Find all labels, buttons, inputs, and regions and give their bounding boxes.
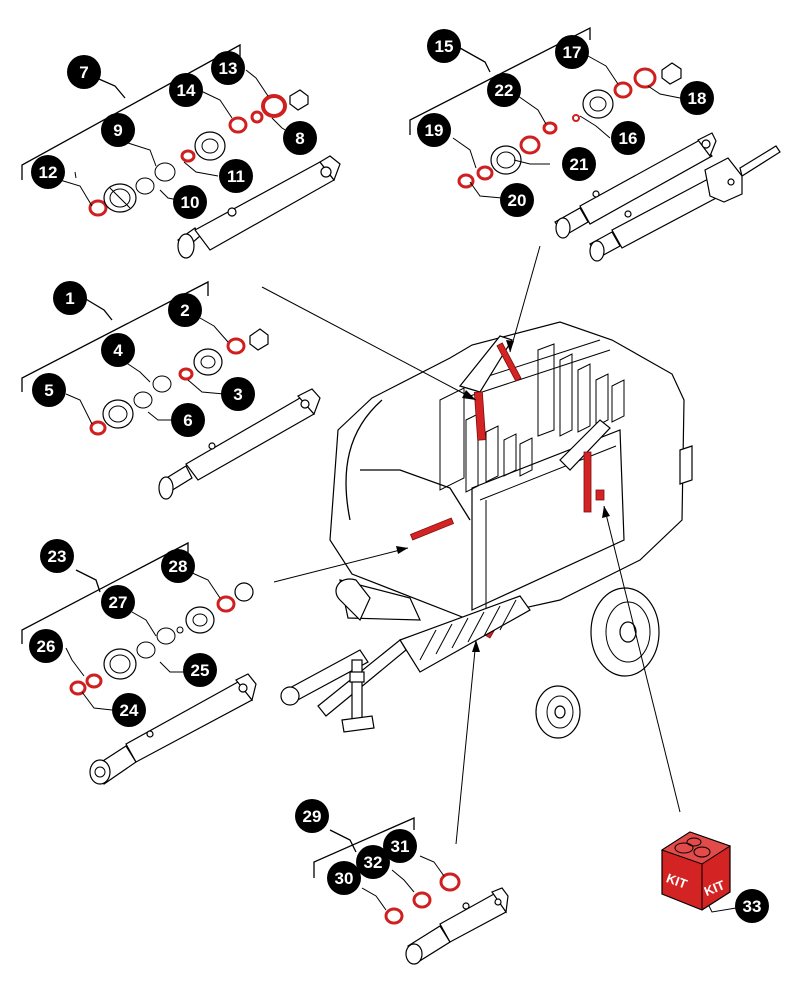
callout-7[interactable]: 7: [67, 55, 101, 89]
cylinder-23: [89, 673, 257, 785]
svg-text:16: 16: [619, 129, 638, 148]
svg-text:8: 8: [295, 129, 304, 148]
svg-text:18: 18: [688, 89, 707, 108]
cylinder-29: [405, 887, 509, 965]
pointer-leaders: [261, 245, 737, 913]
callout-17[interactable]: 17: [555, 35, 589, 69]
callout-29[interactable]: 29: [295, 799, 329, 833]
svg-text:32: 32: [364, 853, 383, 872]
piston-23: [103, 648, 137, 680]
svg-text:5: 5: [44, 381, 53, 400]
gland-7: [194, 131, 226, 161]
svg-text:19: 19: [425, 121, 444, 140]
svg-text:26: 26: [37, 637, 56, 656]
callout-27[interactable]: 27: [101, 585, 135, 619]
svg-text:33: 33: [743, 897, 762, 916]
svg-text:29: 29: [303, 807, 322, 826]
wheel-large: [590, 587, 660, 677]
svg-text:2: 2: [180, 301, 189, 320]
callout-8[interactable]: 8: [283, 121, 317, 155]
svg-text:7: 7: [79, 63, 88, 82]
svg-text:27: 27: [109, 593, 128, 612]
callout-30[interactable]: 30: [327, 861, 361, 895]
callout-5[interactable]: 5: [32, 373, 66, 407]
svg-text:28: 28: [169, 557, 188, 576]
svg-text:23: 23: [48, 547, 67, 566]
group-23-cylinder-kit: [21, 541, 257, 785]
cylinder-1: [158, 388, 321, 500]
svg-text:1: 1: [65, 289, 74, 308]
callout-3[interactable]: 3: [221, 377, 255, 411]
svg-text:22: 22: [495, 81, 514, 100]
cylinder-7: [177, 155, 341, 259]
group-1-cylinder-kit: [21, 280, 321, 500]
svg-text:25: 25: [191, 661, 210, 680]
callout-19[interactable]: 19: [417, 113, 451, 147]
svg-text:15: 15: [435, 37, 454, 56]
kit-label-side: KIT: [702, 877, 727, 899]
pickup-tines: [419, 599, 517, 661]
svg-text:9: 9: [113, 121, 122, 140]
callout-9[interactable]: 9: [101, 113, 135, 147]
svg-text:11: 11: [227, 167, 245, 186]
svg-text:17: 17: [563, 43, 582, 62]
group-7-cylinder-kit: [21, 43, 341, 259]
callouts: 1 2 3 4 5 6 7 8 9 10 11 12 13 14 15 16 1…: [29, 29, 769, 923]
callout-22[interactable]: 22: [487, 73, 521, 107]
svg-text:10: 10: [181, 193, 200, 212]
svg-text:20: 20: [508, 191, 527, 210]
svg-text:13: 13: [219, 59, 238, 78]
kit-box: KIT KIT: [660, 831, 732, 911]
callout-15[interactable]: 15: [427, 29, 461, 63]
svg-text:3: 3: [233, 385, 242, 404]
callout-12[interactable]: 12: [31, 155, 65, 189]
svg-text:31: 31: [391, 837, 410, 856]
svg-text:21: 21: [570, 155, 589, 174]
callout-13[interactable]: 13: [211, 51, 245, 85]
piston-7: [103, 183, 137, 213]
callout-18[interactable]: 18: [680, 81, 714, 115]
callout-16[interactable]: 16: [611, 121, 645, 155]
callout-6[interactable]: 6: [171, 403, 205, 437]
callout-33[interactable]: 33: [735, 889, 769, 923]
cylinder-15b: [589, 145, 781, 262]
callout-20[interactable]: 20: [500, 183, 534, 217]
wheel-small: [535, 685, 581, 739]
gland-1: [193, 348, 223, 376]
svg-text:12: 12: [39, 163, 58, 182]
round-baler: [280, 321, 693, 739]
callout-26[interactable]: 26: [29, 629, 63, 663]
baler-rollers: [439, 343, 625, 493]
callout-25[interactable]: 25: [183, 653, 217, 687]
group-15-cylinder-kit: [409, 26, 781, 262]
callout-2[interactable]: 2: [168, 293, 202, 327]
svg-text:4: 4: [113, 341, 123, 360]
callout-23[interactable]: 23: [40, 539, 74, 573]
svg-text:6: 6: [183, 411, 192, 430]
svg-text:24: 24: [120, 701, 139, 720]
callout-24[interactable]: 24: [112, 693, 146, 727]
cylinder-15a: [554, 132, 717, 239]
piston-15: [490, 145, 522, 175]
gland-15: [582, 89, 614, 119]
svg-text:30: 30: [335, 869, 354, 888]
callout-14[interactable]: 14: [169, 73, 203, 107]
callout-1[interactable]: 1: [53, 281, 87, 315]
gland-23: [185, 606, 215, 634]
callout-11[interactable]: 11: [219, 159, 253, 193]
kit-label-front: KIT: [664, 870, 689, 891]
callout-31[interactable]: 31: [383, 829, 417, 863]
callout-28[interactable]: 28: [161, 549, 195, 583]
callout-4[interactable]: 4: [101, 333, 135, 367]
jack-stand: [341, 659, 375, 733]
svg-text:14: 14: [177, 81, 196, 100]
callout-10[interactable]: 10: [173, 185, 207, 219]
piston-1: [102, 399, 134, 429]
callout-32[interactable]: 32: [356, 845, 390, 879]
callout-21[interactable]: 21: [562, 147, 596, 181]
group-29-cylinder-kit: [313, 817, 509, 965]
